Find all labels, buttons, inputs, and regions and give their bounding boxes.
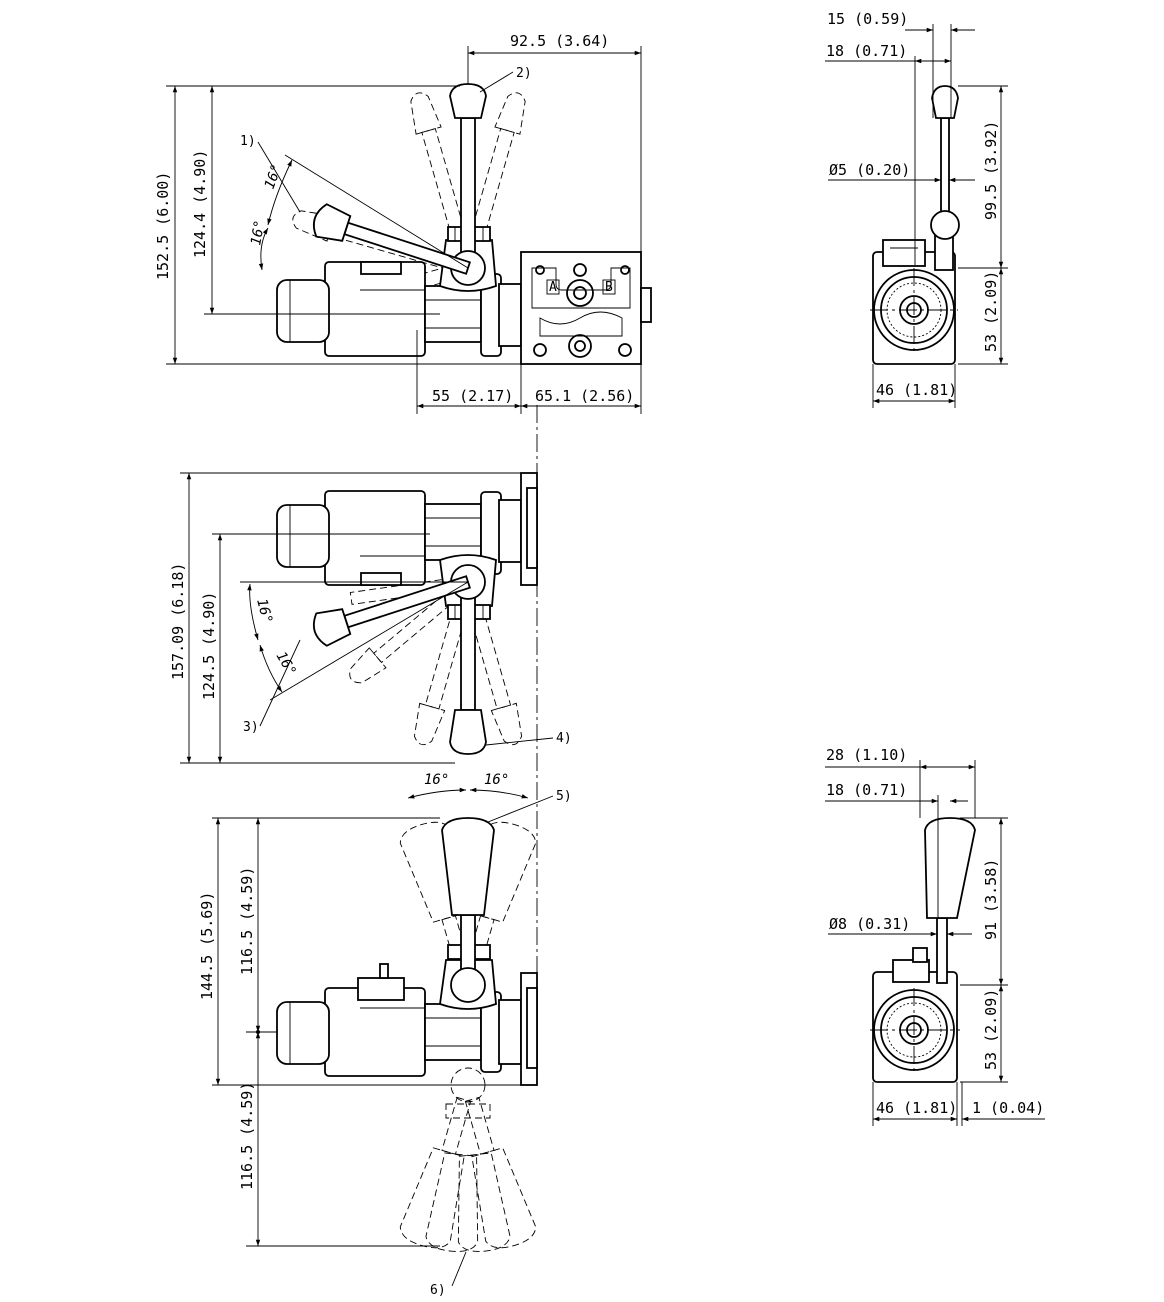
dim-dia: Ø5 (0.20) — [829, 161, 910, 179]
angle-right: 16° — [484, 772, 509, 788]
ref-6: 6) — [430, 1283, 446, 1298]
ref-5: 5) — [556, 789, 572, 804]
large-handle — [441, 817, 495, 916]
angle-label-mid-1: 16° — [253, 597, 275, 626]
dim-height-axis: 124.4 (4.90) — [191, 150, 209, 258]
ghost-handles-down — [399, 1067, 537, 1252]
dim-46-bot: 46 (1.81) — [876, 1099, 957, 1117]
dim-height-upper: 116.5 (4.59) — [238, 867, 256, 975]
dim-height-total-bot: 144.5 (5.69) — [198, 892, 216, 1000]
top-front-view: A B 92.5 (3.64) 152.5 (6.00) 124.4 (4.90… — [154, 32, 652, 414]
dim-height-total-mid: 157.09 (6.18) — [169, 563, 187, 680]
bottom-side-view: 28 (1.10) 18 (0.71) Ø8 (0.31) 91 (3.58) … — [825, 746, 1045, 1126]
angle-left: 16° — [424, 772, 449, 788]
port-a-label: A — [549, 280, 557, 295]
dim-width-left: 55 (2.17) — [432, 387, 513, 405]
dim-53-bot: 53 (2.09) — [982, 989, 1000, 1070]
coil-body — [324, 261, 426, 357]
dim-18-bot: 18 (0.71) — [826, 781, 907, 799]
dim-height-axis-mid: 124.5 (4.90) — [200, 592, 218, 700]
dim-18: 18 (0.71) — [826, 42, 907, 60]
dim-width-right: 65.1 (2.56) — [535, 387, 634, 405]
ref-1: 1) — [240, 134, 256, 149]
ref-4: 4) — [556, 731, 572, 746]
angle-label-2: 16° — [248, 219, 268, 247]
coil-cap — [276, 279, 330, 343]
dim-height-total: 152.5 (6.00) — [154, 172, 172, 280]
angle-label-mid-2: 16° — [273, 649, 300, 679]
dim-height-lower: 116.5 (4.59) — [238, 1082, 256, 1190]
dim-28: 28 (1.10) — [826, 746, 907, 764]
ghost-levers-middle — [349, 578, 523, 746]
dim-99: 99.5 (3.92) — [982, 121, 1000, 220]
main-lever-rod — [460, 117, 476, 254]
dim-46: 46 (1.81) — [876, 381, 957, 399]
dim-1: 1 (0.04) — [972, 1099, 1044, 1117]
dim-53: 53 (2.09) — [982, 271, 1000, 352]
ref-3: 3) — [243, 720, 259, 735]
ref-2: 2) — [516, 66, 532, 81]
port-b-label: B — [605, 280, 613, 295]
middle-front-view: 157.09 (6.18) 124.5 (4.90) 16° 16° 3) 4) — [169, 472, 572, 764]
bottom-front-view: 144.5 (5.69) 116.5 (4.59) 116.5 (4.59) 1… — [198, 772, 572, 1298]
angle-label-1: 16° — [262, 162, 286, 191]
main-lever-knob — [449, 83, 487, 119]
top-side-view: 15 (0.59) 18 (0.71) Ø5 (0.20) 99.5 (3.92… — [825, 10, 1008, 408]
dim-91: 91 (3.58) — [982, 859, 1000, 940]
dim-width-top: 92.5 (3.64) — [510, 32, 609, 50]
dim-dia-bot: Ø8 (0.31) — [829, 915, 910, 933]
dim-15: 15 (0.59) — [827, 10, 908, 28]
